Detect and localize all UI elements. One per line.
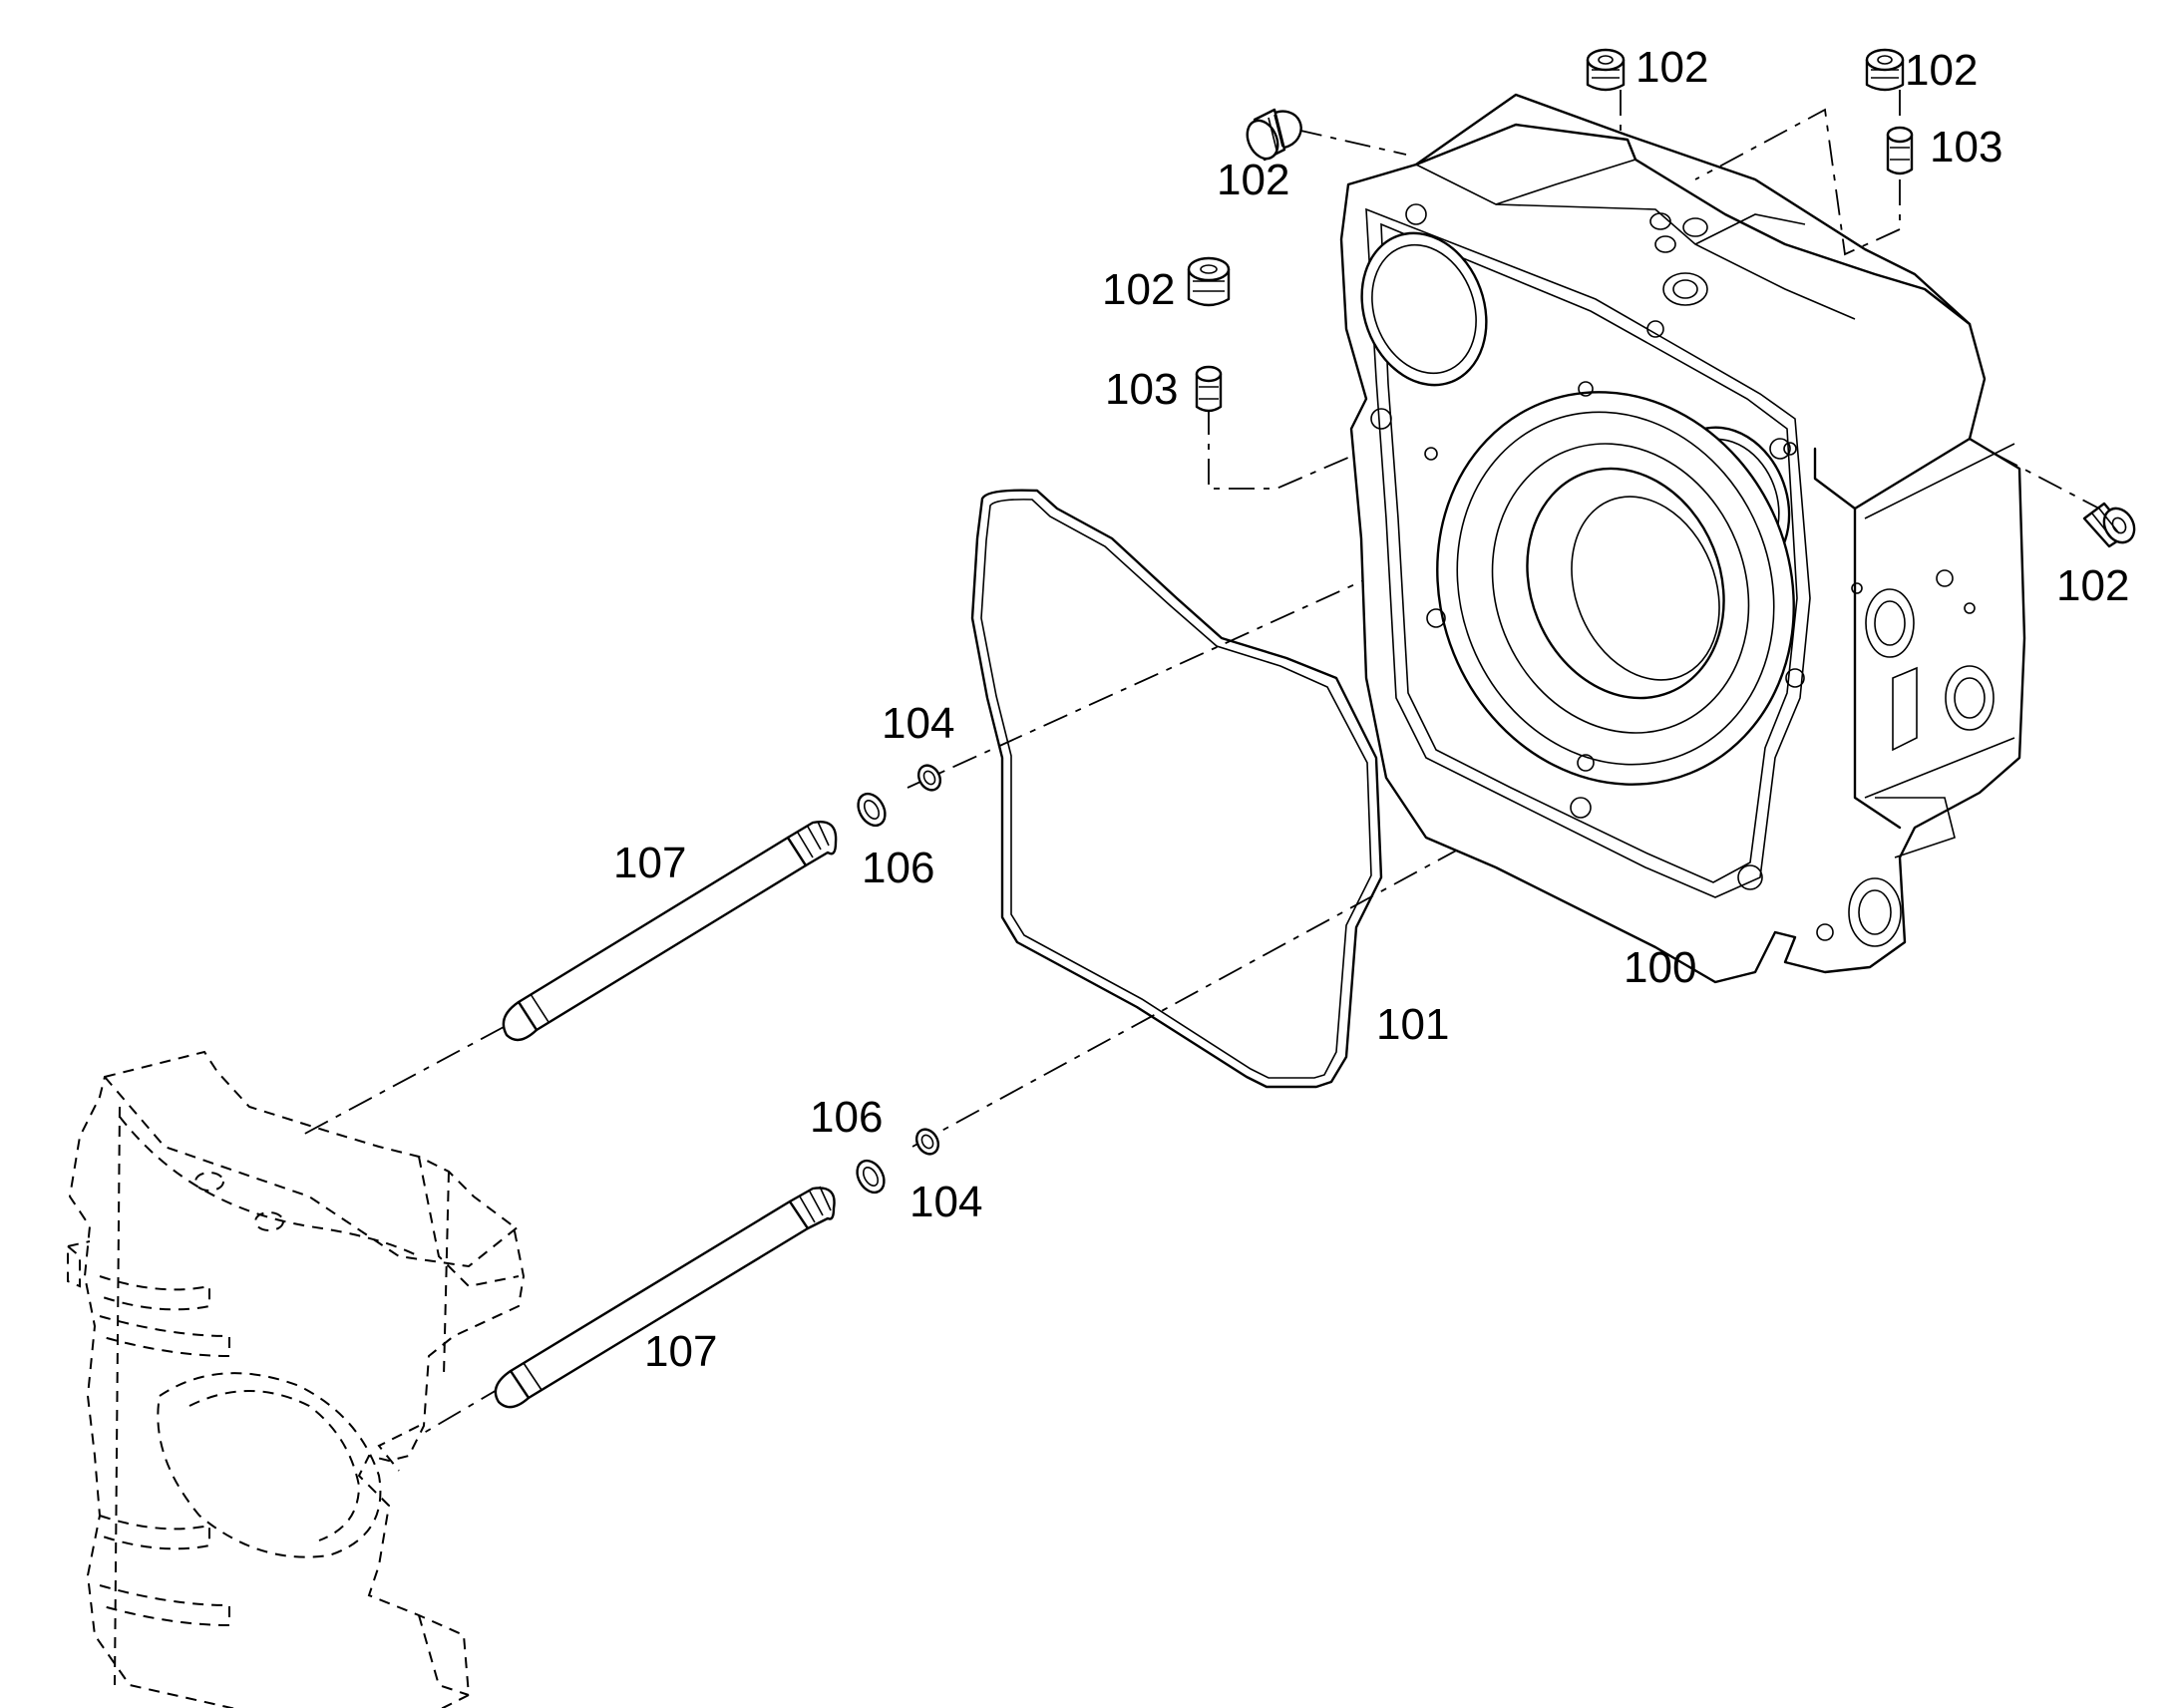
housing-top-edge [1415,164,1856,320]
housing-top-hole-b [1682,217,1708,237]
label-107-lower: 107 [644,1327,717,1376]
housing-flange-inner [1380,222,1798,883]
phantom-hole-b [254,1211,284,1231]
stud-lower-tip [494,1369,531,1409]
leader-plug-102-top-right [1694,90,1901,256]
phantom-outline [68,1050,526,1708]
gasket-inner [980,499,1372,1079]
housing-side-port-a [1865,588,1915,658]
housing-bore-left [1360,231,1488,387]
phantom-rim [114,1106,450,1686]
housing-side-hole-b [1851,582,1863,594]
label-103-left: 103 [1105,365,1178,414]
label-104-lower: 104 [909,1178,982,1226]
housing-side-hole [1936,569,1954,587]
phantom-lug-right [377,1156,520,1472]
screw-plug-102-top-center [1586,48,1626,92]
screw-plug-102-top-right [1865,48,1905,92]
housing-bottom-boss-inner [1858,889,1892,935]
phantom-top-arc [119,1116,420,1257]
label-100: 100 [1624,943,1696,992]
stud-lower-collar [523,1362,543,1391]
housing-right-face [1813,437,1972,830]
stud-upper-thread-ridges [797,821,830,858]
phantom-hole-a [194,1172,224,1192]
phantom-lug-bottom [418,1614,470,1696]
housing-right-panel [1864,443,2015,799]
phantom-slot-a [99,1275,210,1311]
housing-top-hole-c [1654,235,1676,253]
stud-pin-107-lower [494,1186,836,1409]
housing-side-window [1892,666,1918,752]
stud-upper-thread [786,821,838,867]
housing-bearing-ring [1491,443,1750,734]
housing-flange [1365,207,1811,898]
gasket-outer [970,489,1383,1089]
screw-plug-102-left [1187,256,1231,307]
leader-stud-upper-back [298,1026,505,1138]
housing-bore-left-inner [1371,243,1477,375]
phantom-window-inner [188,1390,361,1541]
gasket-seal-ring-101 [970,489,1383,1089]
o-ring-106-lower [856,1159,886,1195]
screw-plug-102-right [2082,502,2136,548]
housing-holes [1370,203,1834,941]
stud-lower-thread-ridges [799,1186,832,1223]
housing-bottom-lug [1875,797,1956,858]
housing-side-port-b-inner [1954,677,1986,719]
label-106-lower: 106 [810,1093,883,1142]
label-103-right: 103 [1930,123,2002,171]
phantom-slot-d [99,1584,230,1627]
housing-side-hole-c [1964,602,1976,614]
stud-upper-collar [530,993,549,1023]
housing-top-port [1662,272,1708,306]
label-104-upper: 104 [882,699,954,748]
label-102-left: 102 [1102,265,1175,314]
housing-bearing-bore-inner [1571,496,1720,681]
housing-side-port-b [1945,665,1995,731]
phantom-slot-b [99,1315,230,1358]
phantom-window [157,1372,382,1558]
stud-pin-107-upper [502,821,838,1042]
orifice-insert-103-right [1886,126,1914,175]
seal-nut-104-lower [914,1128,940,1156]
label-106-upper: 106 [862,844,934,892]
label-102-top-left: 102 [1217,156,1289,204]
label-101: 101 [1376,1000,1449,1049]
label-102-top-right: 102 [1905,46,1978,95]
housing-bearing-bore [1526,467,1725,700]
leader-plug-top-left [1295,129,1407,156]
housing-top-hole-a [1649,212,1671,230]
housing-bottom-boss [1848,877,1902,947]
phantom-pump-body [67,1050,526,1708]
stud-upper-tip [502,1000,539,1042]
seal-nut-104-upper [916,764,942,792]
phantom-side-left [67,1240,91,1288]
screw-plug-102-top-left [1246,108,1302,162]
phantom-slot-c [99,1515,210,1550]
housing-top-port-inner [1672,279,1698,299]
housing-top-ridge [1495,159,1806,245]
leader-plug-102-left [1208,328,1646,490]
o-ring-106-upper [857,792,887,828]
label-102-right: 102 [2056,561,2129,610]
leader-stud-lower-back [418,1385,505,1437]
label-107-upper: 107 [613,839,686,887]
orifice-insert-103-left [1195,365,1223,413]
label-102-top-center: 102 [1635,43,1708,92]
housing-side-port-a-inner [1874,600,1906,646]
housing-cover-100 [1339,93,2026,984]
part-labels: 100 101 102 102 102 102 102 103 103 104 … [613,43,2129,1376]
housing-top-face [1414,93,1972,326]
housing-bearing-rim [1456,411,1775,766]
phantom-top-face [104,1076,520,1268]
